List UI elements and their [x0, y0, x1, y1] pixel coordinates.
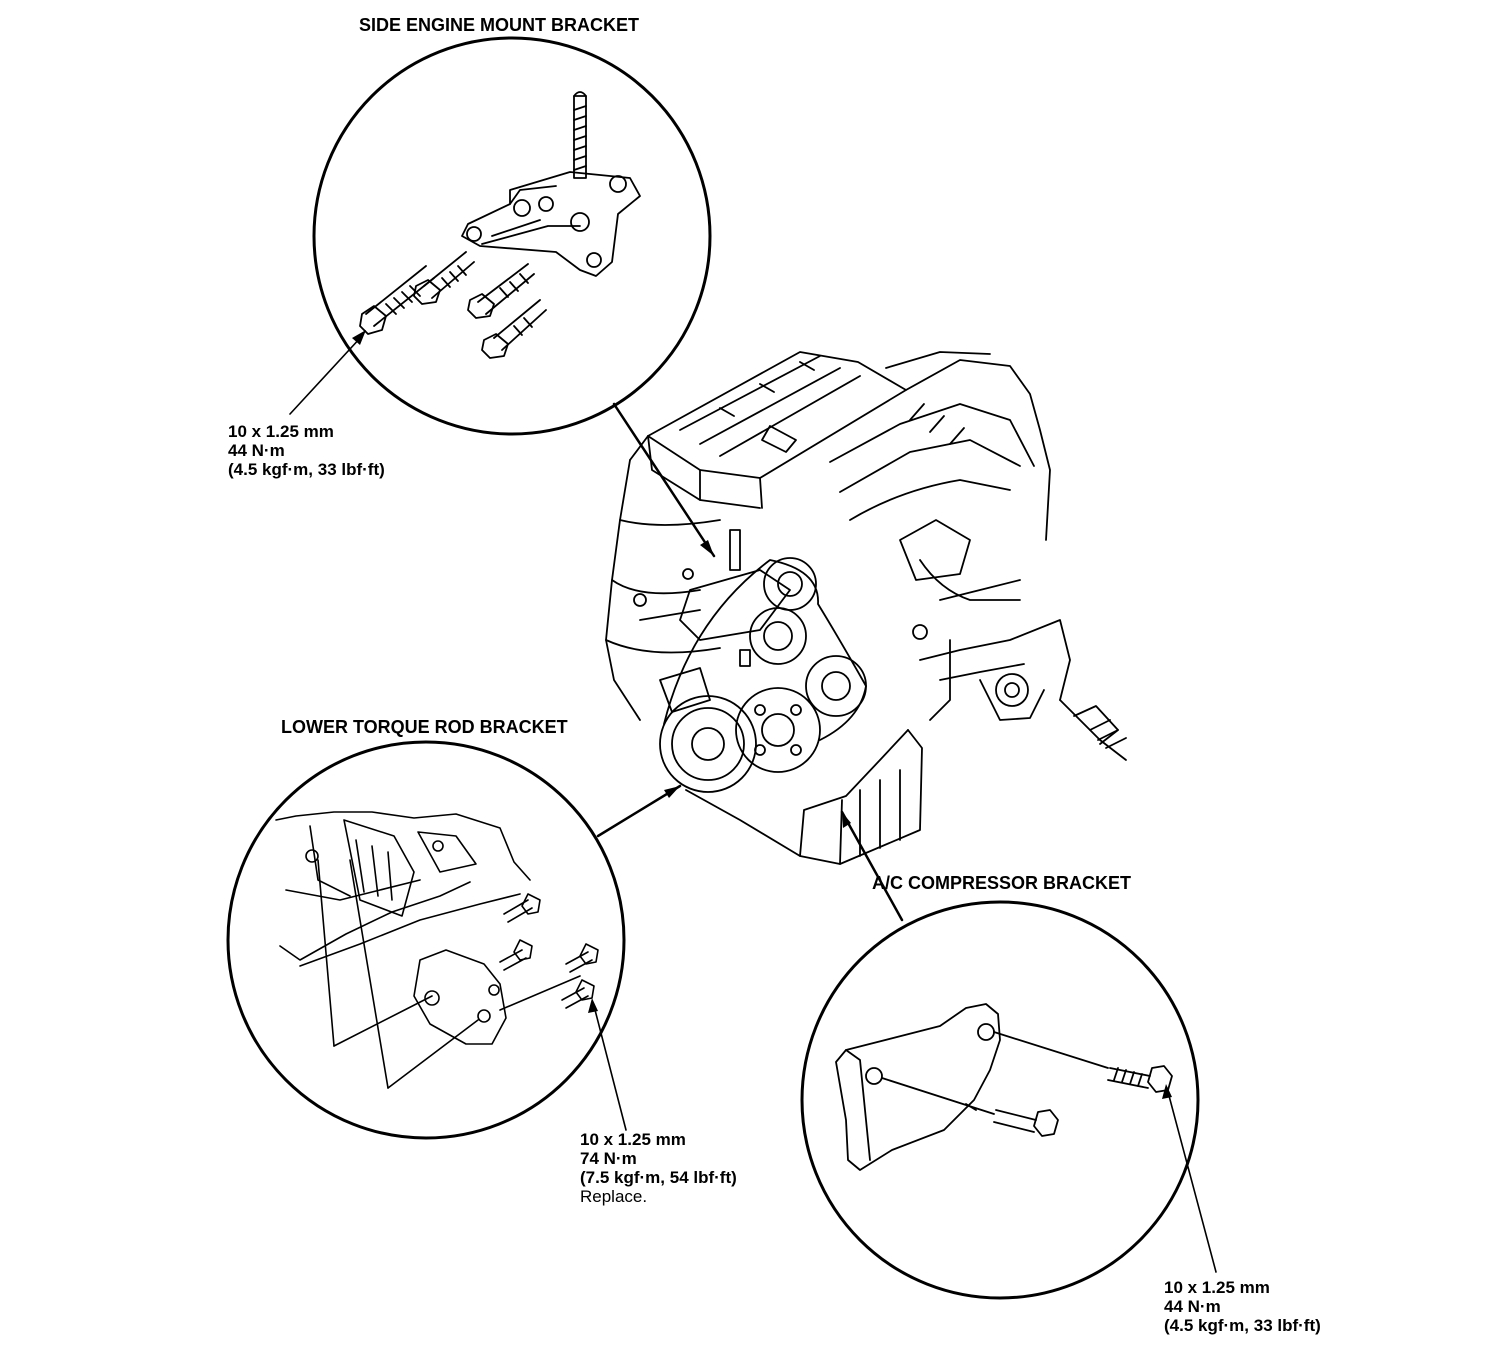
ac-bracket-title: A/C COMPRESSOR BRACKET: [872, 873, 1132, 893]
side-mount-leader: [612, 402, 716, 558]
bolt-size: 10 x 1.25 mm: [580, 1130, 686, 1149]
torque-rod-detail-circle: [226, 740, 626, 1140]
ac-bracket-leader: [840, 810, 904, 922]
side-mount-spec-arrow: [289, 335, 363, 415]
torque-rod-title: LOWER TORQUE ROD BRACKET: [281, 717, 568, 737]
side-mount-title: SIDE ENGINE MOUNT BRACKET: [359, 15, 640, 35]
ac-bracket-spec-arrow: [1167, 1091, 1217, 1273]
torque-rod-leader: [596, 784, 682, 838]
replace-note: Replace.: [580, 1187, 648, 1206]
side-mount-bracket-drawing: [359, 91, 641, 359]
bolt-size: 10 x 1.25 mm: [1164, 1278, 1270, 1297]
torque-rod-spec-arrow: [593, 1005, 627, 1131]
torque-alt-units: (7.5 kgf·m, 54 lbf·ft): [580, 1168, 737, 1187]
side-mount-torque-spec: 10 x 1.25 mm 44 N·m (4.5 kgf·m, 33 lbf·f…: [228, 422, 385, 479]
bolt-size: 10 x 1.25 mm: [228, 422, 334, 441]
torque-value: 74 N·m: [580, 1149, 637, 1168]
engine-drawing: [605, 351, 1127, 865]
torque-rod-torque-spec: 10 x 1.25 mm 74 N·m (7.5 kgf·m, 54 lbf·f…: [580, 1130, 737, 1206]
torque-value: 44 N·m: [1164, 1297, 1221, 1316]
torque-alt-units: (4.5 kgf·m, 33 lbf·ft): [1164, 1316, 1321, 1335]
torque-rod-bracket-drawing: [275, 811, 599, 1089]
side-mount-detail-circle: [312, 36, 712, 436]
ac-bracket-torque-spec: 10 x 1.25 mm 44 N·m (4.5 kgf·m, 33 lbf·f…: [1164, 1278, 1321, 1335]
torque-value: 44 N·m: [228, 441, 285, 460]
ac-bracket-drawing: [835, 1003, 1173, 1171]
torque-alt-units: (4.5 kgf·m, 33 lbf·ft): [228, 460, 385, 479]
ac-bracket-detail-circle: [800, 900, 1200, 1300]
